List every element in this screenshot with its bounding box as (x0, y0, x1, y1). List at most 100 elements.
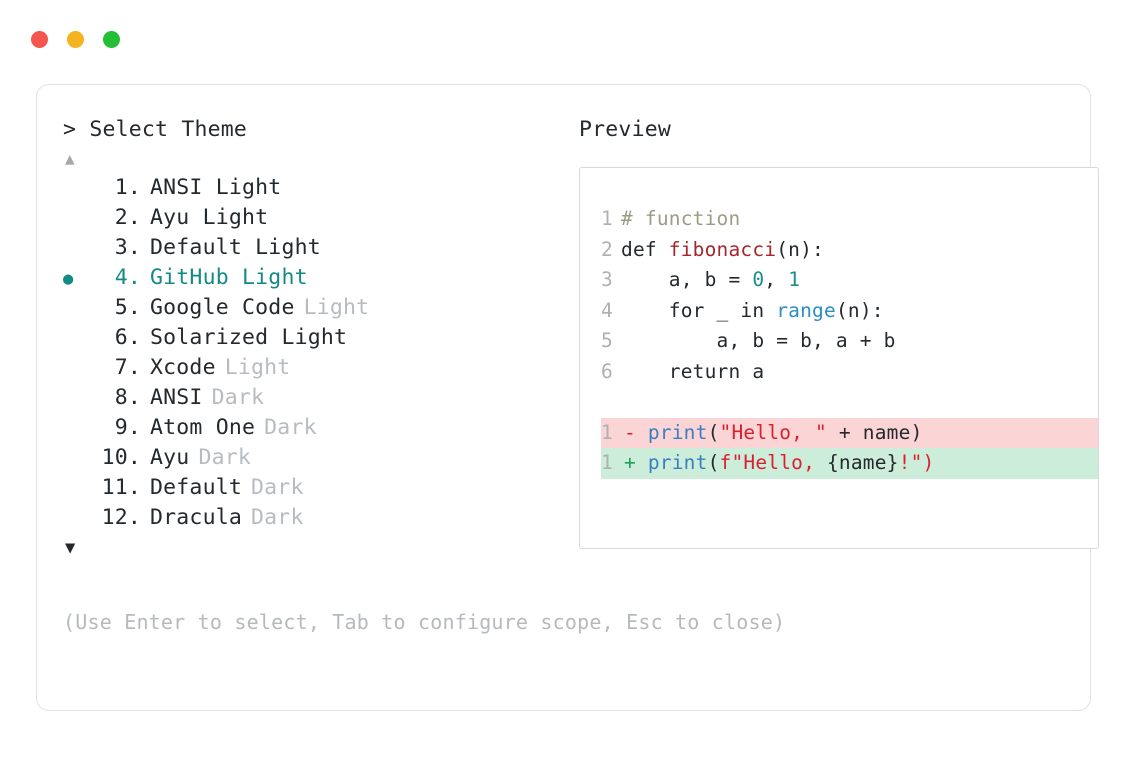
theme-list-item[interactable]: 12. Dracula Dark (63, 503, 541, 533)
code-token: 0 (752, 268, 765, 291)
scroll-up-icon[interactable]: ▲ (65, 149, 75, 168)
theme-item-variant-tag: Dark (198, 445, 252, 470)
code-token: "Hello, " (719, 420, 827, 444)
theme-item-name: ANSI Light (150, 175, 282, 200)
theme-item-name: Solarized Light (150, 325, 348, 350)
code-line-content: def fibonacci(n): (612, 238, 824, 261)
prompt-line: > Select Theme (63, 115, 541, 145)
theme-item-name: ANSI (150, 385, 203, 410)
code-token: (n): (776, 237, 824, 261)
theme-list-item[interactable]: 3. Default Light (63, 233, 541, 263)
code-token: for _ in (621, 298, 777, 322)
theme-list-item[interactable]: 2. Ayu Light (63, 203, 541, 233)
theme-item-index: 5. (114, 295, 141, 320)
code-line-content: # function (612, 207, 740, 230)
theme-item-index: 4. (114, 265, 141, 290)
theme-item-index: 12. (101, 505, 141, 530)
maximize-button[interactable] (103, 31, 120, 48)
theme-item-name: GitHub Light (150, 265, 308, 290)
theme-item-index: 3. (114, 235, 141, 260)
line-number: 5 (601, 329, 613, 352)
theme-item-name: Atom One (150, 415, 256, 440)
code-token: !") (898, 451, 935, 474)
code-token: 1 (788, 268, 801, 291)
theme-item-variant-tag: Dark (251, 475, 304, 500)
line-number: 1 (601, 207, 613, 230)
diff-line-removed: 1 - print("Hello, " + name) (601, 417, 1098, 448)
diff-plus-marker: + (623, 451, 636, 474)
window-titlebar (31, 31, 120, 48)
scroll-down-icon[interactable]: ▼ (65, 538, 76, 558)
code-line-content: a, b = b, a + b (612, 329, 896, 352)
theme-list-item[interactable]: 8. ANSI Dark (63, 383, 541, 413)
theme-item-name: Xcode (150, 355, 216, 380)
selected-bullet-icon: ● (63, 269, 74, 289)
code-token: # function (621, 207, 741, 230)
diff-gutter-space (612, 421, 624, 444)
diff-gutter-space (612, 451, 624, 474)
theme-item-index: 1. (114, 175, 141, 200)
page-title: Select Theme (89, 117, 248, 142)
code-token: (n): (835, 298, 884, 322)
code-line: 1 # function (601, 204, 1098, 235)
theme-item-name: Google Code (150, 295, 295, 320)
theme-item-index: 10. (101, 445, 141, 470)
theme-list-item[interactable]: 6. Solarized Light (63, 323, 541, 353)
theme-item-index: 9. (114, 415, 141, 440)
theme-item-name: Default Light (150, 235, 321, 260)
line-number: 3 (601, 268, 613, 291)
diff-line-added: 1 + print(f"Hello, {name}!") (601, 448, 1098, 479)
prompt-caret-icon: > (63, 117, 77, 142)
code-token: ( (707, 420, 720, 444)
code-blank-line (601, 387, 1098, 418)
code-token: print (647, 420, 708, 444)
line-number: 2 (601, 237, 613, 261)
line-number: 1 (601, 420, 613, 444)
theme-list-item[interactable]: ● 4. GitHub Light (63, 263, 541, 293)
theme-item-variant-tag: Dark (211, 385, 265, 410)
code-token: f"Hello, (719, 451, 827, 474)
close-button[interactable] (31, 31, 48, 48)
line-number: 6 (601, 359, 613, 383)
minimize-button[interactable] (67, 31, 84, 48)
code-line-content: for _ in range(n): (612, 299, 884, 322)
theme-item-index: 8. (114, 385, 141, 410)
theme-item-name: Ayu (150, 445, 190, 470)
theme-list-item[interactable]: 1. ANSI Light (63, 173, 541, 203)
diff-marker-space (636, 451, 648, 474)
code-token: print (647, 451, 708, 474)
theme-item-name: Ayu Light (150, 205, 269, 230)
code-line: 4 for _ in range(n): (601, 296, 1098, 327)
theme-item-index: 2. (114, 205, 141, 230)
theme-item-variant-tag: Dark (264, 415, 317, 440)
code-token: a, b = b, a + b (621, 329, 896, 352)
theme-item-variant-tag: Light (224, 355, 291, 380)
code-token: , (764, 268, 789, 291)
diff-line-content: print(f"Hello, {name}!") (648, 451, 935, 474)
line-number: 4 (601, 298, 613, 322)
line-number: 1 (601, 451, 613, 474)
preview-title: Preview (579, 117, 672, 142)
code-token: {name} (826, 451, 899, 474)
code-line: 5 a, b = b, a + b (601, 326, 1098, 357)
theme-picker-card: > Select Theme ▲ 1. ANSI Light 2. Ayu Light… (36, 84, 1099, 711)
diff-minus-marker: - (623, 420, 636, 444)
theme-item-index: 6. (114, 325, 141, 350)
code-line: 6 return a (601, 357, 1098, 388)
code-token: fibonacci (668, 237, 777, 261)
keyboard-hint: (Use Enter to select, Tab to configure s… (63, 610, 786, 634)
code-line-content: return a (612, 360, 764, 383)
code-line: 3 a, b = 0, 1 (601, 265, 1098, 296)
theme-item-variant-tag: Dark (251, 505, 304, 530)
theme-list-item[interactable]: 10. Ayu Dark (63, 443, 541, 473)
theme-item-name: Dracula (150, 505, 243, 530)
theme-list-item[interactable]: 9. Atom One Dark (63, 413, 541, 443)
theme-list: 1. ANSI Light 2. Ayu Light 3. Default Light ● 4… (63, 173, 541, 533)
